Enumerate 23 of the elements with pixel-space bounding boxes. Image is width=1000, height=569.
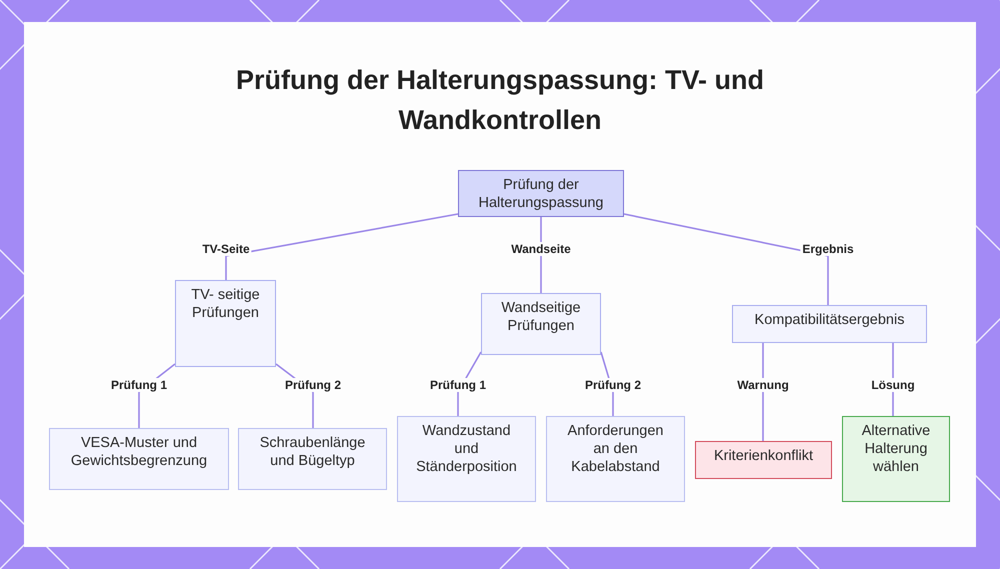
edge-label: Prüfung 1: [428, 378, 488, 392]
process-box: Prüfung der Halterungspassung: [458, 170, 624, 217]
edge-label: Prüfung 2: [283, 378, 343, 392]
process-box: Schraubenlänge und Bügeltyp: [238, 428, 387, 490]
process-box: Wandseitige Prüfungen: [481, 293, 601, 355]
edge-label: Lösung: [869, 378, 917, 392]
edge-label: Prüfung 1: [109, 378, 169, 392]
process-box: VESA-Muster und Gewichtsbegrenzung: [49, 428, 229, 490]
edge-label: Warnung: [735, 378, 791, 392]
process-box: TV- seitige Prüfungen: [175, 280, 276, 367]
connector-line: [762, 343, 764, 441]
connector-line: [225, 213, 458, 280]
solution-box: Alternative Halterung wählen: [842, 416, 950, 502]
process-box: Wandzustand und Ständerposition: [397, 416, 536, 502]
connector-line: [624, 213, 829, 305]
warning-box: Kriterienkonflikt: [695, 441, 832, 479]
edge-label: Prüfung 2: [583, 378, 643, 392]
edge-label: Ergebnis: [800, 242, 856, 256]
process-box: Anforderungen an den Kabelabstand: [546, 416, 685, 502]
process-box: Kompatibilitätsergebnis: [732, 305, 927, 343]
edge-label: TV-Seite: [200, 242, 252, 256]
edge-label: Wandseite: [509, 242, 573, 256]
diagram-title: Prüfung der Halterungspassung: TV- und Wandkontrollen: [234, 64, 766, 137]
